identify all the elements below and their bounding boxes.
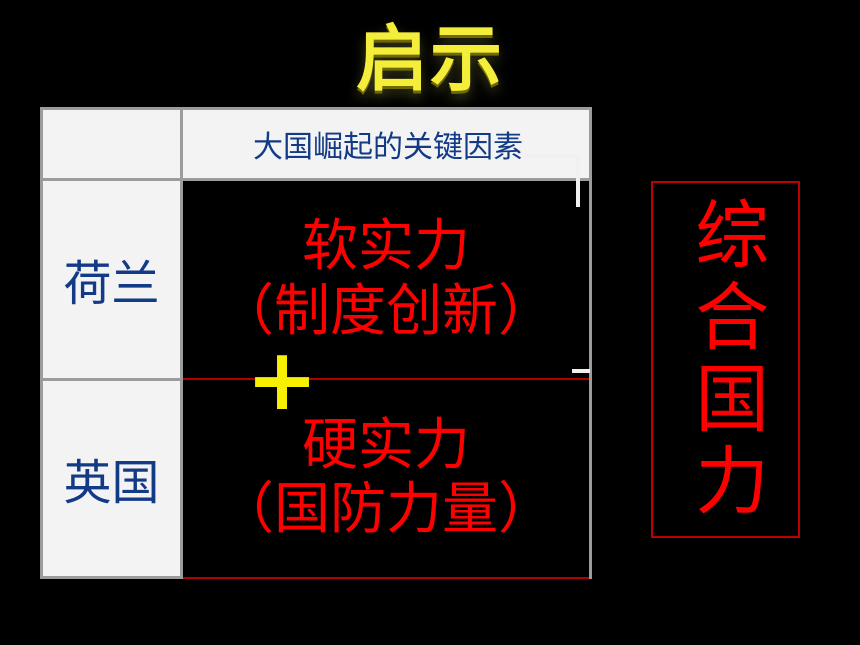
country-cell: 英国	[40, 377, 183, 580]
connector-bracket-mid	[572, 369, 590, 383]
country-cell: 荷兰	[40, 178, 183, 381]
table-row: 英国 硬实力 （国防力量）	[40, 377, 592, 580]
factor-cell: 硬实力 （国防力量）	[180, 378, 592, 579]
table-row: 荷兰 软实力 （制度创新）	[40, 178, 592, 381]
slide-title: 启示	[355, 16, 504, 101]
summary-label: 综合国力	[682, 195, 769, 524]
factor-detail: （制度创新）	[218, 278, 554, 344]
connector-bracket-top	[524, 154, 580, 207]
connector-bracket-bottom	[0, 0, 36, 4]
table-row: 大国崛起的关键因素	[40, 106, 592, 182]
comparison-table: 大国崛起的关键因素 荷兰 软实力 （制度创新） 英国 硬实力 （国防力量）	[40, 106, 592, 580]
header-empty-cell	[40, 106, 183, 182]
header-factor-cell: 大国崛起的关键因素	[180, 106, 592, 182]
plus-icon: +	[246, 330, 319, 430]
factor-cell: 软实力 （制度创新）	[180, 179, 592, 381]
factor-title: 软实力	[302, 214, 470, 280]
factor-table: 大国崛起的关键因素 荷兰 软实力 （制度创新） 英国 硬实力 （国防力量）	[40, 106, 592, 580]
factor-title: 硬实力	[302, 412, 470, 478]
factor-detail: （国防力量）	[218, 477, 554, 543]
summary-box: 综合国力	[651, 181, 800, 538]
